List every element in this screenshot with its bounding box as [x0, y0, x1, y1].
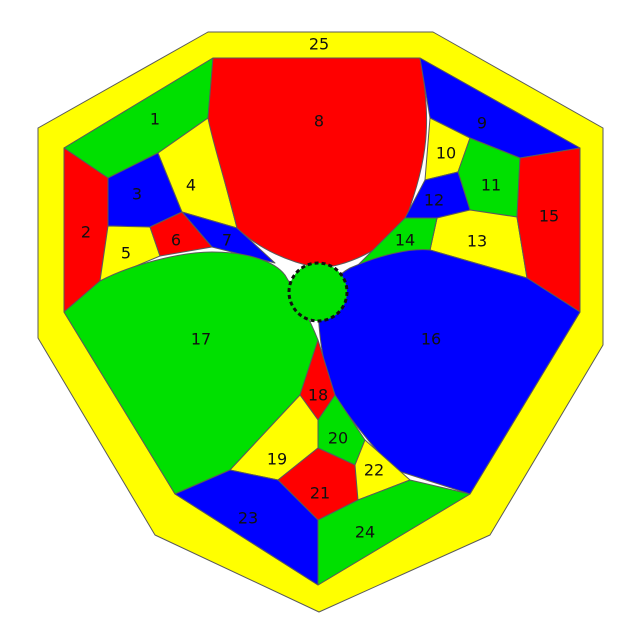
region-label: 10	[436, 144, 456, 163]
region-label: 16	[421, 330, 441, 349]
region-label: 21	[310, 484, 330, 503]
region-label: 18	[308, 386, 328, 405]
region-24	[317, 479, 471, 586]
region-label: 25	[309, 35, 329, 54]
region-label: 13	[467, 232, 487, 251]
region-label: 22	[364, 461, 384, 480]
region-label: 7	[222, 231, 232, 250]
region-7	[181, 211, 276, 264]
region-label: 4	[186, 176, 196, 195]
region-label: 15	[539, 207, 559, 226]
region-23	[174, 469, 319, 586]
region-label: 19	[267, 450, 287, 469]
region-label: 3	[132, 185, 142, 204]
region-label: 12	[424, 191, 444, 210]
region-label: 20	[328, 429, 348, 448]
region-15	[516, 147, 581, 313]
region-label: 24	[355, 523, 375, 542]
region-label: 14	[395, 231, 415, 250]
region-label: 23	[238, 509, 258, 528]
region-label: 11	[481, 176, 501, 195]
region-label: 2	[81, 223, 91, 242]
region-17	[63, 251, 319, 495]
center-dot	[287, 261, 349, 323]
region-label: 8	[314, 112, 324, 131]
region-label: 1	[150, 110, 160, 129]
region-label: 5	[121, 244, 131, 263]
region-label: 9	[477, 114, 487, 133]
region-label: 6	[171, 231, 181, 250]
region-label: 17	[191, 330, 211, 349]
